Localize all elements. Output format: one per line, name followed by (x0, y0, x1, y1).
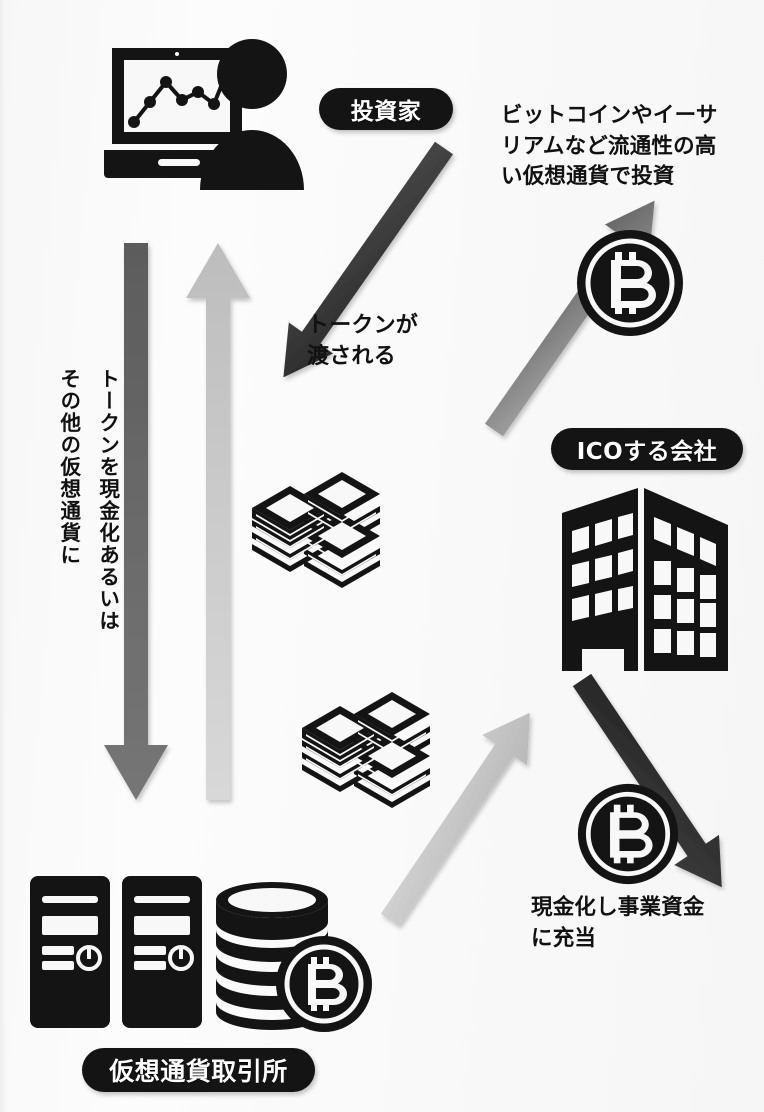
note-invest: ビットコインやイーサ リアムなど流通性の高 い仮想通貨で投資 (501, 101, 751, 193)
cash-stacks-icon-bottom (302, 692, 430, 808)
note-token-line-2: 渡される (307, 344, 396, 370)
label-investor-text: 投資家 (350, 99, 422, 125)
label-ico-company-text: ICOする会社 (576, 439, 718, 465)
arrow-exchange-to-company (380, 712, 530, 927)
server-tower-2 (122, 876, 202, 1028)
note-cashout-line-2: に充当 (531, 925, 597, 951)
label-investor: 投資家 (319, 88, 453, 130)
note-invest-line-3: い仮想通貨で投資 (501, 164, 675, 190)
server-tower-1 (30, 876, 110, 1028)
note-invest-line-2: リアムなど流通性の高 (501, 133, 717, 159)
label-exchange: 仮想通貨取引所 (82, 1048, 315, 1092)
arrow-investor-to-exchange (104, 243, 168, 800)
note-token-line-1: トークンが (307, 313, 419, 338)
label-ico-company: ICOする会社 (551, 428, 743, 470)
note-invest-line-1: ビットコインやイーサ (501, 103, 718, 128)
label-exchange-text: 仮想通貨取引所 (109, 1057, 288, 1086)
arrow-exchange-to-investor (186, 243, 250, 800)
bitcoin-coin-icon-bottom (577, 783, 679, 885)
note-cashout-line-1: 現金化し事業資金 (531, 895, 705, 920)
bitcoin-coin-icon-top (577, 230, 683, 336)
servers-and-coins-icon (30, 876, 372, 1032)
office-building-icon (562, 488, 728, 671)
note-vertical-col-1: トークンを現金化あるいは (95, 368, 120, 632)
bitcoin-coin-icon-exchange (276, 936, 372, 1032)
note-vertical-col-2: その他の仮想通貨に (56, 368, 81, 566)
arrow-company-to-exchange (572, 673, 722, 888)
cash-stacks-icon-top (252, 472, 380, 588)
investor-laptop-chart-icon (104, 39, 304, 190)
note-vertical-tokenize: その他の仮想通貨に トークンを現金化あるいは (52, 368, 124, 668)
note-cashout: 現金化し事業資金 に充当 (531, 893, 756, 954)
note-token: トークンが 渡される (307, 310, 497, 372)
arrow-investor-to-company (283, 141, 454, 378)
